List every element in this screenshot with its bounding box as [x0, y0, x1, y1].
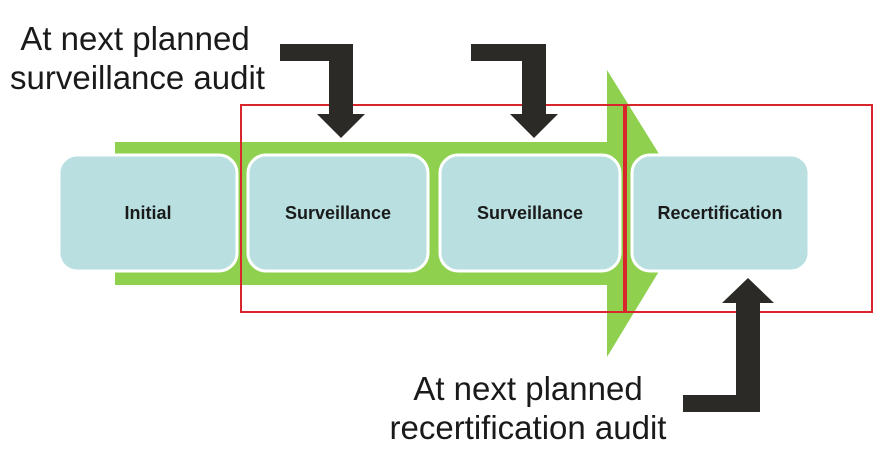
note-line: recertification audit [389, 409, 667, 446]
stage-label: Surveillance [477, 203, 583, 223]
stage-box [246, 153, 430, 273]
stage-initial: Initial [57, 153, 239, 273]
stage-box [630, 153, 811, 273]
note-line: surveillance audit [10, 59, 265, 96]
stage-recertification: Recertification [630, 153, 811, 273]
pointer-arrow-down-1 [280, 44, 365, 138]
pointer-arrow-up [683, 278, 774, 412]
recertification-audit-note: At next planned recertification audit [388, 369, 668, 447]
note-line: At next planned [413, 370, 643, 407]
stage-label: Recertification [657, 203, 782, 223]
note-line: At next planned [20, 20, 250, 57]
stage-surveillance-2: Surveillance [438, 153, 622, 273]
surveillance-highlight-frame [240, 104, 627, 313]
stage-label: Surveillance [285, 203, 391, 223]
stage-box [438, 153, 622, 273]
surveillance-audit-note: At next planned surveillance audit [10, 19, 265, 97]
stage-label: Initial [124, 203, 171, 223]
stage-box [57, 153, 239, 273]
stage-surveillance-1: Surveillance [246, 153, 430, 273]
pointer-arrow-down-2 [471, 44, 558, 138]
